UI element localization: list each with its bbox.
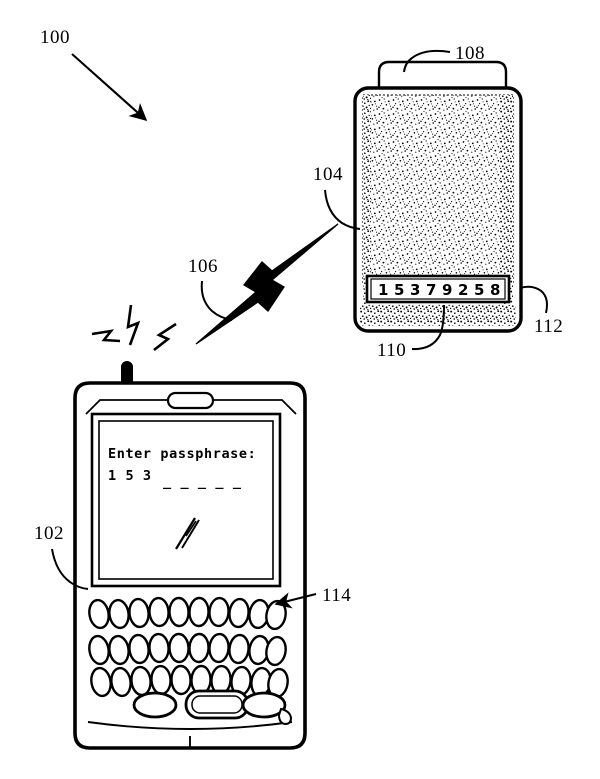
- leader-arrow-100: [71, 53, 148, 122]
- leader-line-102: [51, 548, 89, 590]
- wireless-link-bolt: [195, 223, 339, 345]
- ref-label-108: 108: [455, 43, 485, 64]
- ref-label-112: 112: [534, 316, 563, 337]
- leader-line-106: [200, 280, 233, 321]
- leader-arrow-114: [274, 592, 317, 609]
- callout-102: 102: [34, 523, 89, 590]
- lightning-bolt-icon: [195, 223, 339, 345]
- center-select-key-inner: [191, 695, 243, 714]
- key[interactable]: [188, 632, 210, 664]
- callout-114: 114: [274, 585, 351, 609]
- screen-entered-digits: 1 5 3: [108, 468, 152, 484]
- signal-mark-center: [126, 304, 141, 346]
- callout-110: 110: [377, 304, 445, 361]
- device-screen: [98, 420, 274, 580]
- token-digit-0: 1: [378, 281, 388, 299]
- key[interactable]: [148, 596, 170, 628]
- screen-prompt-text: Enter passphrase:: [108, 446, 256, 462]
- handheld-mobile-device: Enter passphrase: 1 5 3 _ _ _ _ _: [73, 304, 307, 750]
- callout-106: 106: [188, 256, 233, 321]
- token-digit-6: 5: [474, 281, 484, 299]
- key[interactable]: [264, 635, 288, 667]
- side-port-icon: [277, 707, 293, 726]
- screen-contents: Enter passphrase: 1 5 3 _ _ _ _ _: [108, 446, 256, 550]
- callout-112: 112: [519, 285, 563, 337]
- token-digit-5: 2: [458, 281, 468, 299]
- leader-line-112: [519, 285, 548, 314]
- leader-line-110: [411, 304, 445, 351]
- key[interactable]: [208, 632, 230, 664]
- signal-mark-right: [153, 322, 177, 352]
- key[interactable]: [170, 664, 192, 696]
- token-digit-group: 1 5 3 7 9 2 5 8: [378, 281, 500, 299]
- token-display-inner-bezel: [370, 278, 506, 300]
- keyboard-bottom-controls: [132, 689, 287, 720]
- screen-remaining-placeholder: _ _ _ _ _: [163, 474, 242, 490]
- key[interactable]: [150, 664, 172, 696]
- right-soft-key[interactable]: [241, 691, 287, 719]
- key[interactable]: [168, 632, 190, 664]
- ref-label-114: 114: [322, 585, 351, 606]
- token-digit-7: 8: [490, 281, 500, 299]
- token-body-texture: [362, 94, 514, 286]
- keyboard-row-2: [88, 632, 288, 667]
- token-digit-4: 9: [442, 281, 452, 299]
- ref-label-110: 110: [377, 340, 406, 361]
- signal-mark-left: [91, 329, 121, 343]
- key[interactable]: [208, 596, 230, 628]
- ref-label-102: 102: [34, 523, 64, 544]
- ref-label-100: 100: [40, 27, 70, 48]
- token-digit-2: 3: [410, 281, 420, 299]
- security-token: 1 5 3 7 9 2 5 8: [353, 60, 523, 333]
- token-digit-3: 7: [426, 281, 436, 299]
- key[interactable]: [188, 596, 210, 628]
- key[interactable]: [148, 632, 170, 664]
- left-soft-key[interactable]: [132, 691, 178, 719]
- device-lower-contour: [87, 721, 293, 730]
- token-left-edge-shading: [363, 95, 371, 319]
- keyboard-row-1: [88, 596, 287, 631]
- callout-108: 108: [403, 43, 485, 73]
- ref-label-104: 104: [313, 164, 343, 185]
- pen-stroke-mark-icon: [175, 517, 200, 550]
- antenna-signal-marks: [91, 304, 177, 352]
- key[interactable]: [168, 596, 190, 628]
- callout-104: 104: [313, 164, 361, 230]
- token-digit-1: 5: [394, 281, 404, 299]
- leader-line-108: [403, 49, 451, 73]
- ref-label-106: 106: [188, 256, 218, 277]
- token-bottom-shading: [360, 304, 516, 326]
- token-right-edge-shading: [500, 95, 513, 319]
- earpiece-speaker-grille: [166, 391, 215, 410]
- keyboard-row-3: [90, 664, 289, 699]
- callout-100: 100: [40, 27, 148, 122]
- leader-line-104: [324, 189, 361, 230]
